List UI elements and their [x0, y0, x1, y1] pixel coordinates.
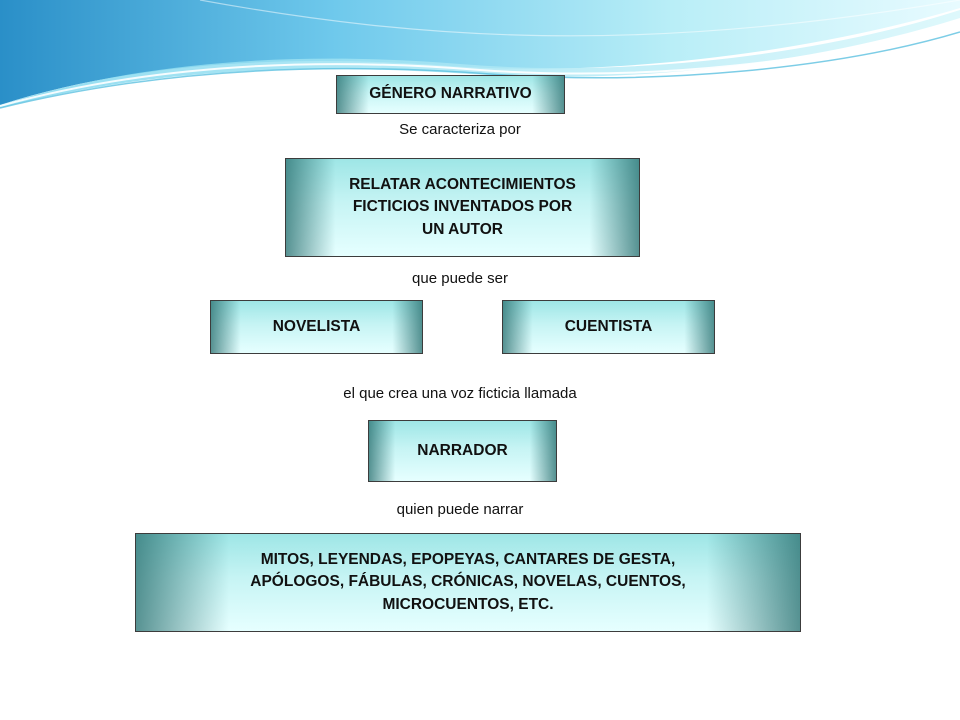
genres-label: MITOS, LEYENDAS, EPOPEYAS, CANTARES DE G…	[250, 550, 686, 613]
link-label-caracteriza: Se caracteriza por	[399, 121, 521, 138]
genero-narrativo-node: GÉNERO NARRATIVO	[336, 75, 565, 114]
genero-narrativo-label: GÉNERO NARRATIVO	[369, 85, 532, 103]
header-wave-decoration	[0, 0, 960, 109]
novelista-label: NOVELISTA	[272, 317, 361, 335]
link-label-voz-ficticia: el que crea una voz ficticia llamada	[343, 385, 577, 402]
novelista-node: NOVELISTA	[210, 300, 423, 354]
link-label-puede-ser: que puede ser	[412, 270, 508, 287]
genres-node: MITOS, LEYENDAS, EPOPEYAS, CANTARES DE G…	[135, 533, 801, 632]
narrador-node: NARRADOR	[368, 420, 557, 482]
cuentista-node: CUENTISTA	[502, 300, 715, 354]
definition-node: RELATAR ACONTECIMIENTOS FICTICIOS INVENT…	[285, 158, 640, 257]
cuentista-label: CUENTISTA	[564, 317, 653, 335]
definition-label: RELATAR ACONTECIMIENTOS FICTICIOS INVENT…	[349, 175, 576, 238]
narrador-label: NARRADOR	[417, 441, 508, 459]
link-label-puede-narrar: quien puede narrar	[396, 501, 524, 518]
